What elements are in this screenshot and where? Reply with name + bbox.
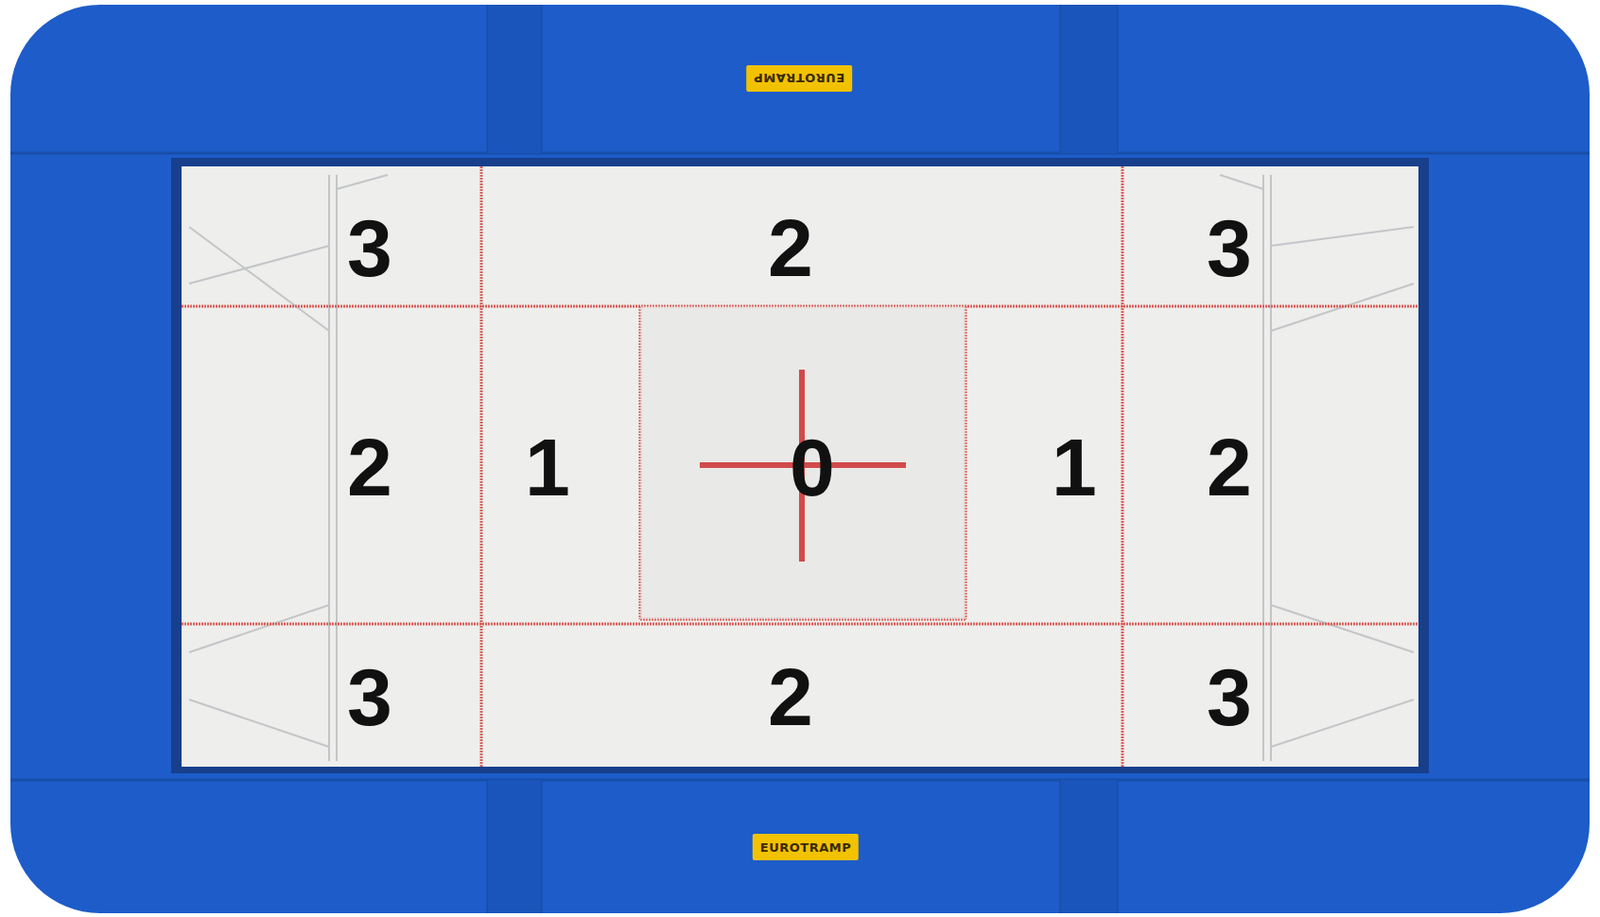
zone-number: 0 bbox=[789, 426, 835, 508]
zone-number: 3 bbox=[347, 207, 393, 289]
brand-logo: EUROTRAMP bbox=[746, 65, 853, 92]
brand-text: EUROTRAMP bbox=[760, 840, 852, 855]
zone-number: 2 bbox=[767, 656, 814, 738]
brand-logo: EUROTRAMP bbox=[752, 834, 859, 861]
zone-number: 1 bbox=[524, 426, 571, 508]
zone-number: 1 bbox=[1051, 426, 1097, 508]
frame-pad bbox=[10, 4, 1590, 914]
brand-text: EUROTRAMP bbox=[753, 70, 845, 86]
trampoline-bed bbox=[181, 166, 1419, 767]
bed-rim bbox=[171, 157, 1429, 774]
zone-lines bbox=[181, 166, 1419, 767]
center-cross bbox=[699, 369, 906, 562]
zone-number: 3 bbox=[347, 656, 393, 738]
zone-number: 2 bbox=[767, 207, 814, 289]
zone-number: 3 bbox=[1206, 207, 1253, 289]
pad-seams bbox=[10, 4, 1590, 914]
frame-shadow bbox=[189, 174, 1414, 762]
zone-number: 2 bbox=[347, 426, 393, 508]
zone-number: 3 bbox=[1206, 656, 1253, 738]
zone-number: 2 bbox=[1206, 426, 1253, 508]
